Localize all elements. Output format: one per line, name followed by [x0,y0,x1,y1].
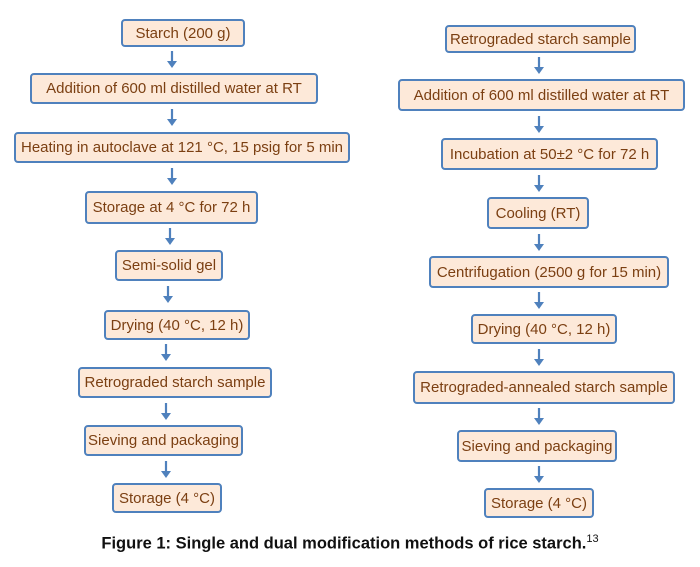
down-arrow-icon [534,349,544,366]
down-arrow-icon [161,403,171,420]
left-step-3: Heating in autoclave at 121 °C, 15 psig … [14,132,350,163]
caption-reference: 13 [586,533,599,545]
down-arrow-icon [534,292,544,309]
left-step-5: Semi-solid gel [115,250,223,281]
left-step-1: Starch (200 g) [121,19,245,47]
down-arrow-icon [534,116,544,133]
right-step-2: Addition of 600 ml distilled water at RT [398,79,685,111]
down-arrow-icon [163,286,173,303]
down-arrow-icon [161,461,171,478]
left-step-6: Drying (40 °C, 12 h) [104,310,250,340]
right-step-7: Retrograded-annealed starch sample [413,371,675,404]
left-step-8: Sieving and packaging [84,425,243,456]
left-step-4: Storage at 4 °C for 72 h [85,191,258,224]
down-arrow-icon [534,408,544,425]
down-arrow-icon [161,344,171,361]
right-step-6: Drying (40 °C, 12 h) [471,314,617,344]
down-arrow-icon [534,234,544,251]
right-step-9: Storage (4 °C) [484,488,594,518]
right-step-3: Incubation at 50±2 °C for 72 h [441,138,658,170]
down-arrow-icon [167,168,177,185]
down-arrow-icon [165,228,175,245]
down-arrow-icon [534,466,544,483]
down-arrow-icon [167,109,177,126]
left-step-7: Retrograded starch sample [78,367,272,398]
right-step-5: Centrifugation (2500 g for 15 min) [429,256,669,288]
figure-caption: Figure 1: Single and dual modification m… [0,533,700,554]
down-arrow-icon [534,57,544,74]
caption-text: Figure 1: Single and dual modification m… [101,534,587,553]
right-step-8: Sieving and packaging [457,430,617,462]
left-step-9: Storage (4 °C) [112,483,222,513]
left-step-2: Addition of 600 ml distilled water at RT [30,73,318,104]
right-step-1: Retrograded starch sample [445,25,636,53]
right-step-4: Cooling (RT) [487,197,589,229]
down-arrow-icon [167,51,177,68]
down-arrow-icon [534,175,544,192]
